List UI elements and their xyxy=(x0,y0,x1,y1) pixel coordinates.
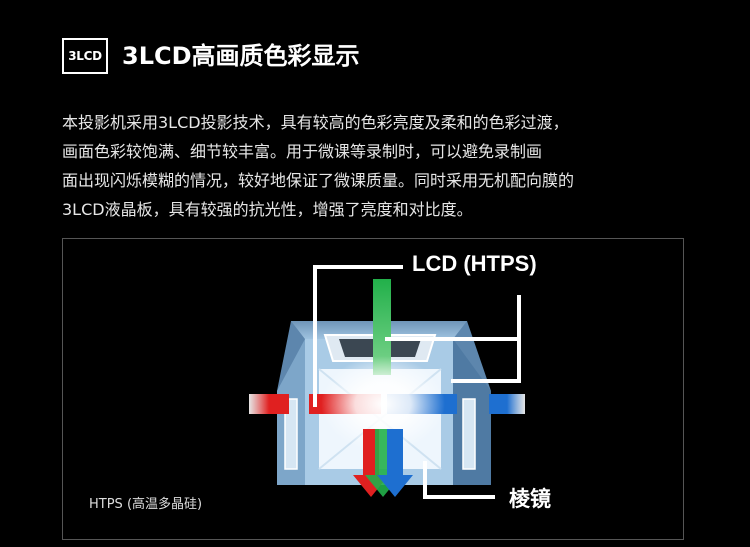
description: 本投影机采用3LCD投影技术，具有较高的色彩亮度及柔和的色彩过渡， 画面色彩较饱… xyxy=(62,108,692,224)
3lcd-prism-diagram: LCD (HTPS) 棱镜 HTPS (高温多晶硅) xyxy=(62,238,684,540)
leader-lines xyxy=(313,265,521,499)
light-beams xyxy=(249,279,525,497)
description-line: 本投影机采用3LCD投影技术，具有较高的色彩亮度及柔和的色彩过渡， xyxy=(62,113,569,132)
description-line: 面出现闪烁模糊的情况，较好地保证了微课质量。同时采用无机配向膜的 xyxy=(62,171,575,190)
lcd-htps-label: LCD (HTPS) xyxy=(412,251,537,276)
3lcd-logo: 3LCD xyxy=(62,38,108,74)
page-title: 3LCD高画质色彩显示 xyxy=(122,42,360,70)
prism-illustration xyxy=(249,265,525,499)
description-line: 画面色彩较饱满、细节较丰富。用于微课等录制时，可以避免录制画 xyxy=(62,142,543,161)
description-line: 3LCD液晶板，具有较强的抗光性，增强了亮度和对比度。 xyxy=(62,200,473,219)
prism-label: 棱镜 xyxy=(509,487,551,511)
htps-caption: HTPS (高温多晶硅) xyxy=(89,497,203,512)
